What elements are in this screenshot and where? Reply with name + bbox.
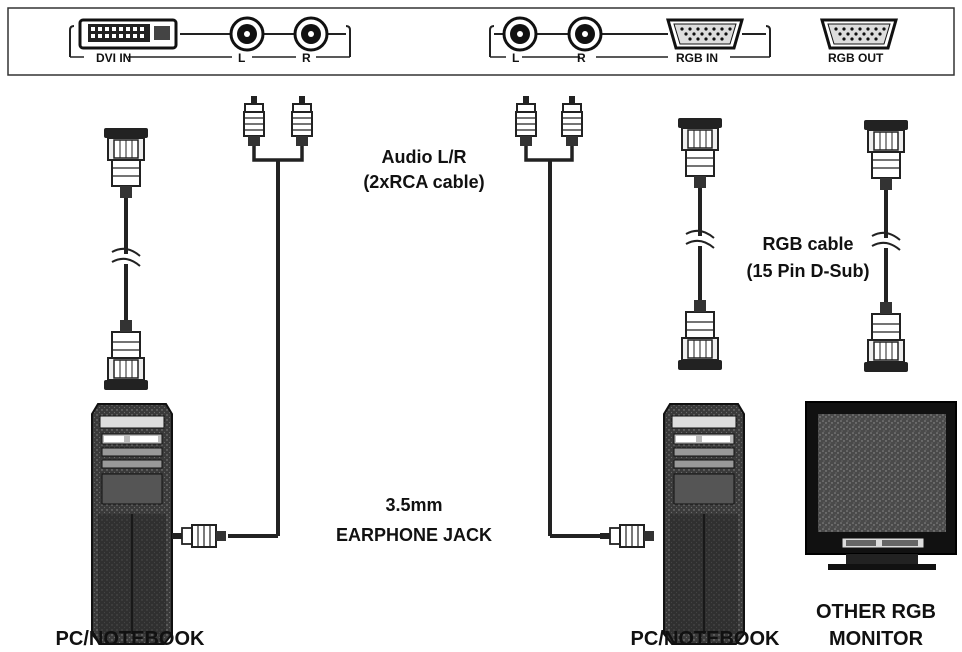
- rgb-cable-title: RGB cable: [762, 234, 853, 254]
- vga-port-icon: [820, 18, 898, 50]
- rca-plug-icon: [515, 95, 537, 147]
- bracket-line: [345, 25, 351, 57]
- rgb-cable: [863, 119, 909, 373]
- bracket-line: [489, 25, 495, 57]
- vga-plug-icon: [103, 127, 149, 199]
- dvi-cable: [103, 127, 149, 391]
- pc-tower-icon: [663, 403, 745, 645]
- connector-panel: [7, 7, 955, 76]
- rgb-cable-subtitle: (15 Pin D-Sub): [746, 261, 869, 281]
- dvi-in-label: DVI IN: [96, 51, 131, 65]
- audio-right-label: R: [577, 51, 586, 65]
- pc-tower-icon: [91, 403, 173, 645]
- rca-plug-icon: [243, 95, 265, 147]
- audio-right-label: R: [302, 51, 311, 65]
- rca-jack-icon: [293, 16, 329, 52]
- monitor-icon: [805, 401, 957, 570]
- pc-notebook-left-label: PC/NOTEBOOK: [56, 628, 205, 650]
- rca-plug-icon: [561, 95, 583, 147]
- earphone-jack-label: EARPHONE JACK: [336, 525, 492, 545]
- rca-plug-icon: [171, 524, 227, 548]
- rgb-out-label: RGB OUT: [828, 51, 884, 65]
- pc-notebook-right-label: PC/NOTEBOOK: [631, 628, 780, 650]
- rca-jack-icon: [567, 16, 603, 52]
- vga-plug-icon: [863, 119, 909, 191]
- vga-plug-icon: [677, 117, 723, 189]
- rgb-cable: [677, 117, 723, 371]
- rca-plug-icon: [599, 524, 655, 548]
- audio-left-label: L: [238, 51, 245, 65]
- jack-size-label: 3.5mm: [385, 495, 442, 515]
- monitor-subtitle: MONITOR: [829, 628, 924, 650]
- bracket-line: [69, 25, 75, 57]
- monitor-title: OTHER RGB: [816, 601, 936, 623]
- audio-cable-subtitle: (2xRCA cable): [363, 172, 484, 192]
- rgb-in-label: RGB IN: [676, 51, 718, 65]
- vga-port-icon: [666, 18, 744, 50]
- vga-plug-icon: [863, 301, 909, 373]
- rca-jack-icon: [229, 16, 265, 52]
- audio-cable: [171, 95, 313, 548]
- dvi-port-icon: [78, 18, 178, 50]
- audio-left-label: L: [512, 51, 519, 65]
- rca-jack-icon: [502, 16, 538, 52]
- rca-plug-icon: [291, 95, 313, 147]
- vga-plug-icon: [103, 319, 149, 391]
- bracket-line: [765, 25, 771, 57]
- vga-plug-icon: [677, 299, 723, 371]
- audio-cable-title: Audio L/R: [382, 147, 467, 167]
- audio-cable: [515, 95, 655, 548]
